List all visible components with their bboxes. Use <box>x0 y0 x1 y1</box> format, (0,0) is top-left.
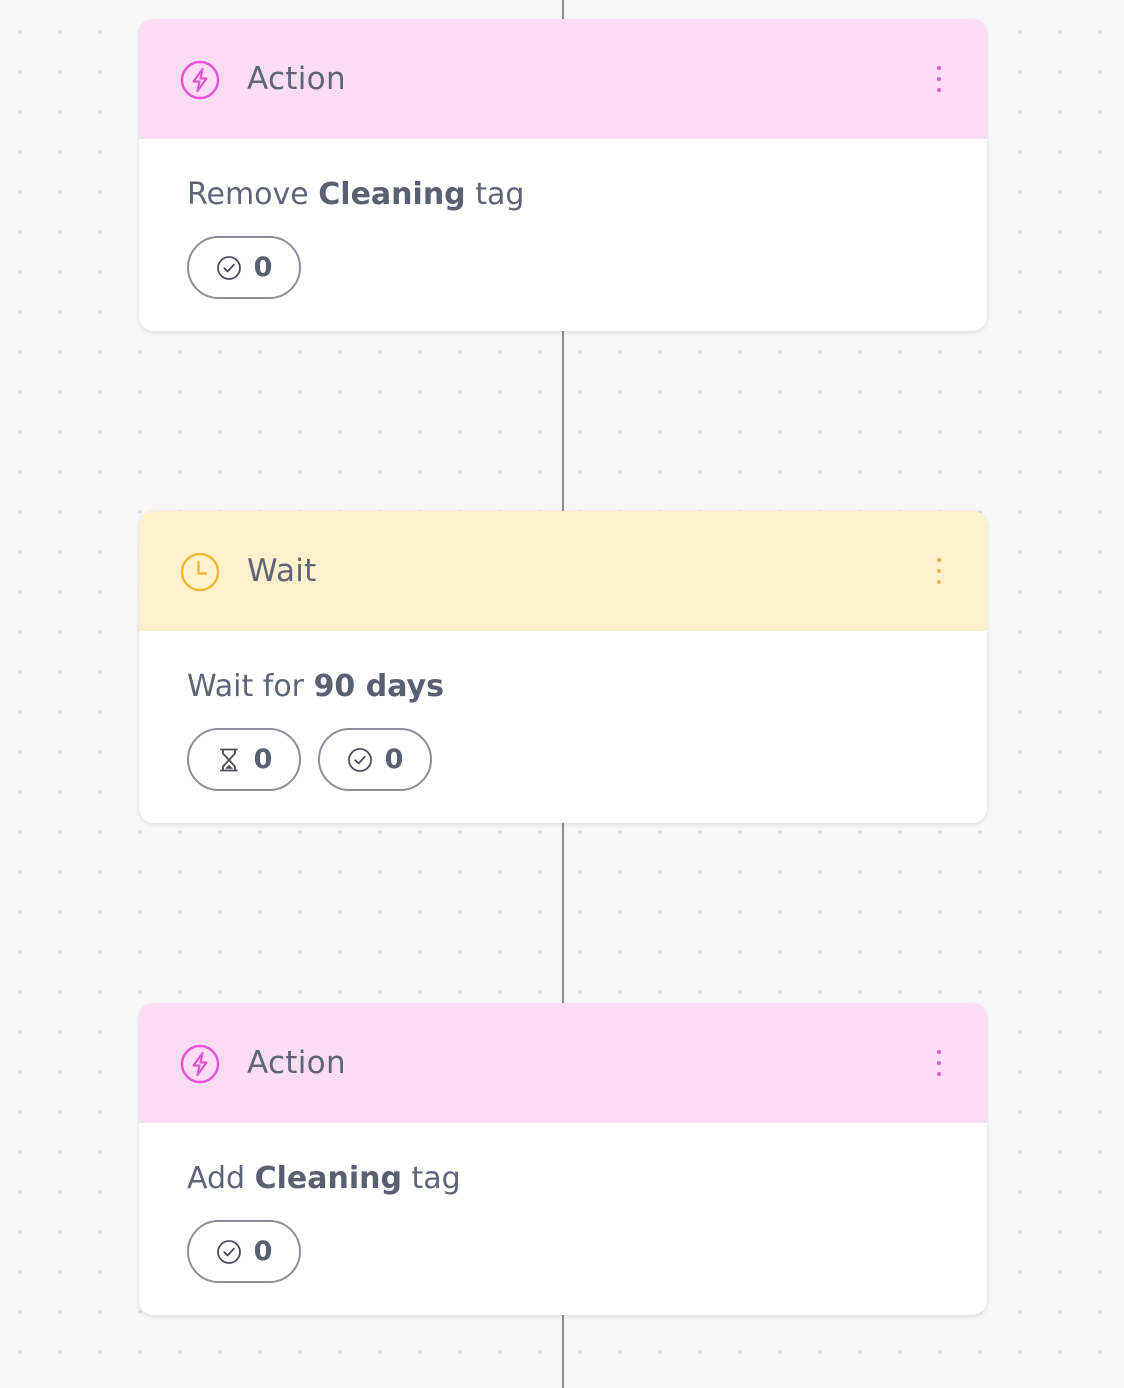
workflow-step-card[interactable]: Wait Wait for 90 days 0 <box>139 511 987 823</box>
completed-count-pill[interactable]: 0 <box>187 1220 301 1283</box>
completed-count-pill[interactable]: 0 <box>187 236 301 299</box>
hourglass-icon <box>216 747 242 773</box>
description-text: tag <box>402 1161 461 1196</box>
step-body: Remove Cleaning tag 0 <box>139 139 987 331</box>
description-text: Add <box>187 1161 255 1196</box>
step-header: Action <box>139 1003 987 1123</box>
completed-count: 0 <box>253 1235 273 1267</box>
check-circle-icon <box>347 747 373 773</box>
step-header: Wait <box>139 511 987 631</box>
lightning-icon <box>180 60 220 100</box>
step-title: Wait <box>247 553 317 589</box>
step-header: Action <box>139 19 987 139</box>
step-stats: 0 <box>187 236 301 299</box>
step-stats: 0 <box>187 1220 301 1283</box>
step-body: Wait for 90 days 0 <box>139 631 987 823</box>
completed-count: 0 <box>253 251 273 283</box>
tag-name: Cleaning <box>254 1161 402 1196</box>
flow-connector <box>562 0 564 20</box>
check-circle-icon <box>216 1239 242 1265</box>
flow-connector <box>562 330 564 512</box>
description-text: Remove <box>187 177 319 212</box>
more-options-icon[interactable] <box>925 63 953 95</box>
step-description: Remove Cleaning tag <box>187 177 524 213</box>
step-description: Wait for 90 days <box>187 669 444 705</box>
step-stats: 0 0 <box>187 728 432 791</box>
completed-count-pill[interactable]: 0 <box>318 728 432 791</box>
clock-icon <box>180 552 220 592</box>
flow-connector <box>562 822 564 1004</box>
description-text: Wait for <box>187 669 314 704</box>
tag-name: Cleaning <box>318 177 466 212</box>
more-options-icon[interactable] <box>925 555 953 587</box>
step-title: Action <box>247 61 346 97</box>
more-options-icon[interactable] <box>925 1047 953 1079</box>
workflow-step-card[interactable]: Action Add Cleaning tag 0 <box>139 1003 987 1315</box>
step-description: Add Cleaning tag <box>187 1161 461 1197</box>
step-body: Add Cleaning tag 0 <box>139 1123 987 1315</box>
waiting-count-pill[interactable]: 0 <box>187 728 301 791</box>
wait-duration: 90 days <box>313 669 444 704</box>
lightning-icon <box>180 1044 220 1084</box>
waiting-count: 0 <box>253 743 273 775</box>
step-title: Action <box>247 1045 346 1081</box>
workflow-step-card[interactable]: Action Remove Cleaning tag 0 <box>139 19 987 331</box>
flow-connector <box>562 1314 564 1388</box>
check-circle-icon <box>216 255 242 281</box>
completed-count: 0 <box>384 743 404 775</box>
description-text: tag <box>465 177 525 212</box>
